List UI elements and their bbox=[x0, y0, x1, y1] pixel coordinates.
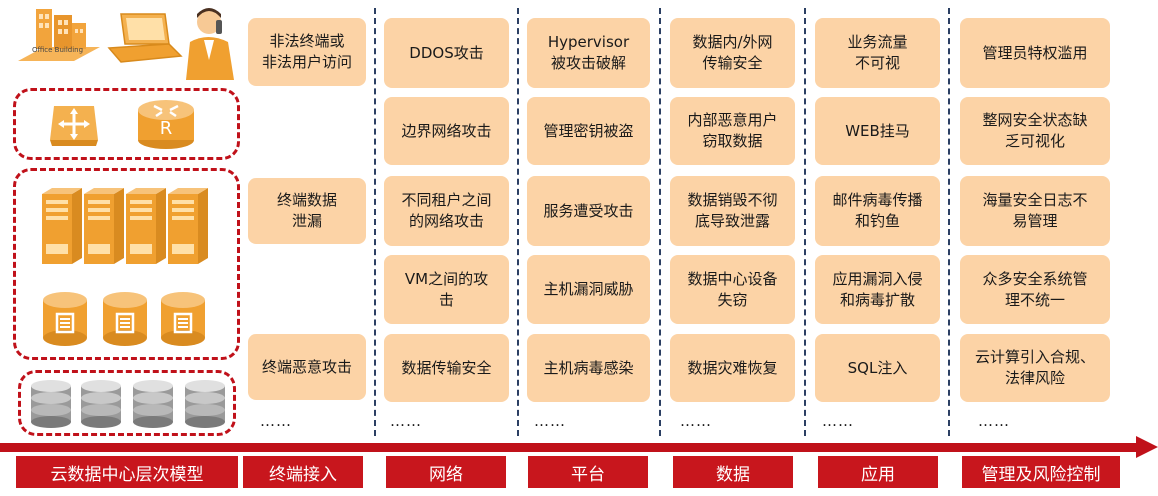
storage-disk-icon bbox=[161, 292, 205, 346]
axis-arrow-line bbox=[0, 443, 1140, 452]
server-icon bbox=[42, 188, 82, 264]
ellipsis: …… bbox=[978, 412, 1010, 430]
server-icon bbox=[126, 188, 166, 264]
database-icon bbox=[81, 380, 121, 428]
ellipsis: …… bbox=[680, 412, 712, 430]
storage-disk-icon bbox=[43, 292, 87, 346]
ellipsis: …… bbox=[260, 412, 292, 430]
threat-card: 云计算引入合规、 法律风险 bbox=[960, 334, 1110, 402]
threat-card: WEB挂马 bbox=[815, 97, 940, 165]
column-divider bbox=[804, 8, 806, 436]
column-divider bbox=[659, 8, 661, 436]
label-cloud-dc-layer-model: 云数据中心层次模型 bbox=[16, 456, 238, 488]
threat-card: 数据灾难恢复 bbox=[670, 334, 795, 402]
label-data: 数据 bbox=[673, 456, 793, 488]
label-terminal-access: 终端接入 bbox=[243, 456, 363, 488]
compute-tier-frame bbox=[13, 168, 240, 360]
threat-card: SQL注入 bbox=[815, 334, 940, 402]
database-icon bbox=[185, 380, 225, 428]
threat-card: 服务遭受攻击 bbox=[527, 176, 650, 246]
label-network: 网络 bbox=[386, 456, 506, 488]
threat-card: 主机漏洞威胁 bbox=[527, 255, 650, 324]
ellipsis: …… bbox=[822, 412, 854, 430]
threat-card: 业务流量 不可视 bbox=[815, 18, 940, 88]
threat-card: 众多安全系统管 理不统一 bbox=[960, 255, 1110, 324]
database-icon bbox=[31, 380, 71, 428]
label-management-risk-control: 管理及风险控制 bbox=[962, 456, 1120, 488]
threat-card: DDOS攻击 bbox=[384, 18, 509, 88]
server-icon bbox=[168, 188, 208, 264]
threat-card: 主机病毒感染 bbox=[527, 334, 650, 402]
threat-card: VM之间的攻 击 bbox=[384, 255, 509, 324]
threat-card: 管理员特权滥用 bbox=[960, 18, 1110, 88]
laptop-icon bbox=[107, 13, 183, 63]
database-tier-frame bbox=[18, 370, 236, 436]
threat-card: 数据销毁不彻 底导致泄露 bbox=[670, 176, 795, 246]
svg-text:R: R bbox=[160, 118, 173, 139]
switch-icon bbox=[50, 106, 98, 146]
threat-card: 整网安全状态缺 乏可视化 bbox=[960, 97, 1110, 165]
threat-card: 非法终端或 非法用户访问 bbox=[248, 18, 366, 86]
threat-card: 数据中心设备 失窃 bbox=[670, 255, 795, 324]
axis-arrow-head bbox=[1136, 436, 1158, 458]
threat-card: 海量安全日志不 易管理 bbox=[960, 176, 1110, 246]
threat-card: 管理密钥被盗 bbox=[527, 97, 650, 165]
column-divider bbox=[517, 8, 519, 436]
threat-card: 内部恶意用户 窃取数据 bbox=[670, 97, 795, 165]
threat-card: 应用漏洞入侵 和病毒扩散 bbox=[815, 255, 940, 324]
threat-card: 不同租户之间 的网络攻击 bbox=[384, 176, 509, 246]
label-platform: 平台 bbox=[528, 456, 648, 488]
threat-card: Hypervisor 被攻击破解 bbox=[527, 18, 650, 88]
threat-card: 邮件病毒传播 和钓鱼 bbox=[815, 176, 940, 246]
threat-card: 边界网络攻击 bbox=[384, 97, 509, 165]
server-icon bbox=[84, 188, 124, 264]
threat-card: 终端恶意攻击 bbox=[248, 334, 366, 400]
column-divider bbox=[948, 8, 950, 436]
router-icon: R bbox=[138, 100, 194, 149]
threat-card: 终端数据 泄漏 bbox=[248, 178, 366, 244]
office-building-icon bbox=[18, 9, 100, 61]
database-icon bbox=[133, 380, 173, 428]
network-tier-frame bbox=[13, 88, 240, 160]
threat-card: 数据传输安全 bbox=[384, 334, 509, 402]
office-building-label: Office Building bbox=[32, 46, 84, 54]
column-divider bbox=[374, 8, 376, 436]
person-on-phone-icon bbox=[186, 8, 234, 80]
threat-card: 数据内/外网 传输安全 bbox=[670, 18, 795, 88]
ellipsis: …… bbox=[534, 412, 566, 430]
storage-disk-icon bbox=[103, 292, 147, 346]
ellipsis: …… bbox=[390, 412, 422, 430]
label-application: 应用 bbox=[818, 456, 938, 488]
